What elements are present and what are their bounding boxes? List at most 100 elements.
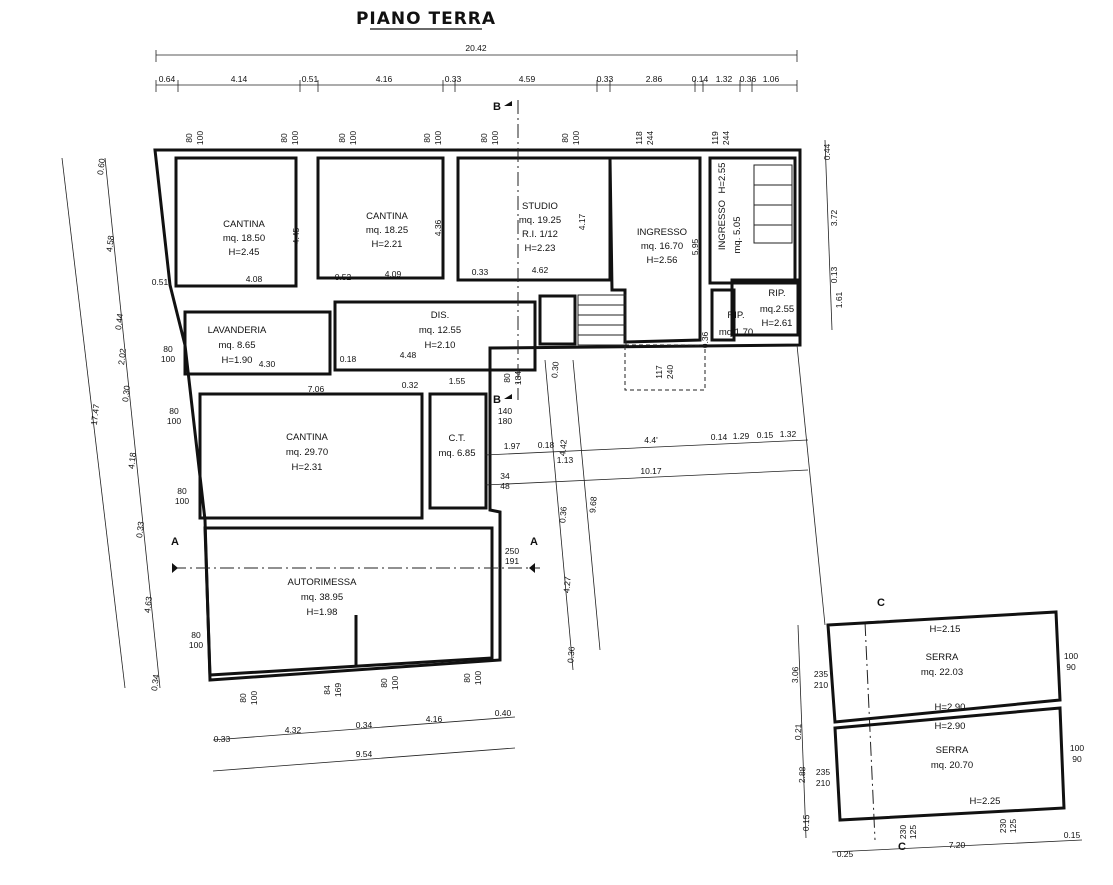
room-studio: STUDIO mq. 19.25 R.I. 1/12 H=2.23 [519, 201, 561, 254]
room-name: RIP. [727, 310, 744, 321]
dim-int-11: 0.18 [340, 354, 357, 364]
dim-open-25: 100 [249, 691, 259, 705]
dim-serra-4: 235 [814, 669, 828, 679]
dim-int-24: 10.17 [640, 466, 662, 476]
dim-int-15: 1.55 [449, 376, 466, 386]
dim-open-13: 244 [645, 131, 655, 145]
dim-open-12: 118 [634, 131, 644, 145]
dim-left-5: 4.18 [126, 452, 138, 470]
room-area: mq. 22.03 [921, 667, 963, 678]
dim-open-3: 100 [290, 131, 300, 145]
dim-bottom-3: 4.16 [426, 714, 443, 724]
dim-int-14: 0.32 [402, 380, 419, 390]
dim-top-7: 2.86 [646, 74, 663, 84]
room-serra-2: H=2.90 SERRA mq. 20.70 H=2.25 [931, 721, 1001, 807]
dim-left-2: 0.44 [113, 313, 125, 331]
dim-int-22: 0.15 [757, 430, 774, 440]
dim-int-19: 4.4' [644, 435, 658, 445]
dim-top-6: 0.33 [597, 74, 614, 84]
dim-open-5: 100 [348, 131, 358, 145]
dim-bottom-total: 9.54 [356, 749, 373, 759]
dim-int-10: 4.30 [259, 359, 276, 369]
dim-serra-16: 125 [908, 825, 918, 839]
dim-bottom-2: 0.34 [356, 720, 373, 730]
dim-open-14: 119 [710, 131, 720, 145]
dim-int-12: 4.48 [400, 350, 417, 360]
room-lavanderia: LAVANDERIA mq. 8.65 H=1.90 [208, 325, 267, 366]
dim-open-40: 117 [654, 365, 664, 379]
dim-int-0: 4.45 [291, 227, 301, 244]
room-height: H=2.45 [229, 247, 260, 258]
dim-serra-5: 210 [814, 680, 828, 690]
plan-title: PIANO TERRA [356, 9, 496, 29]
dim-bottom-0: 0.33 [214, 734, 231, 744]
room-name: INGRESSO [637, 227, 687, 238]
dim-serra-15: 230 [898, 825, 908, 839]
dim-open-33: 169 [333, 683, 343, 697]
serra-dimensions: 3.06 0.21 2.88 0.15 235 210 235 210 100 … [790, 624, 1084, 859]
room-area: mq.2.55 [760, 304, 794, 315]
room-area: mq. 16.70 [641, 241, 683, 252]
dim-top-10: 0.36 [740, 74, 757, 84]
dim-serra-6: 235 [816, 767, 830, 777]
section-marker-c-bottom: C [898, 841, 906, 853]
room-area: mq. 19.25 [519, 215, 561, 226]
room-height: H=2.61 [762, 318, 793, 329]
room-area: mq. 6.85 [439, 448, 476, 459]
room-name: RIP. [768, 288, 785, 299]
room-height: H=2.55 [717, 163, 728, 194]
dim-int-18: 1.13 [557, 455, 574, 465]
dim-int-7: 0.33 [472, 267, 489, 277]
room-height: H=1.90 [222, 355, 253, 366]
dim-open-20: 80 [177, 486, 187, 496]
dim-int-26: 9.68 [587, 496, 598, 514]
dim-top-1: 4.14 [231, 74, 248, 84]
room-ratio: R.I. 1/12 [522, 229, 558, 240]
dim-open-41: 240 [665, 365, 675, 379]
dim-int-31: 3.72 [829, 209, 839, 226]
room-autorimessa: AUTORIMESSA mq. 38.95 H=1.98 [288, 577, 358, 618]
dim-top-11: 1.06 [763, 74, 780, 84]
dim-int-34: 0.44 [822, 143, 832, 160]
dim-left-0: 0.60 [95, 158, 107, 176]
dim-open-38: 80 [502, 373, 512, 383]
left-dimensions: 17.47 0.60 4.58 0.44 2.02 0.30 4.18 0.33… [61, 158, 161, 691]
dim-int-4: 4.08 [246, 274, 263, 284]
dim-open-1: 100 [195, 131, 205, 145]
dim-int-3: 5.95 [690, 238, 700, 255]
room-name: CANTINA [286, 432, 328, 443]
dim-int-1: 4.36 [433, 219, 443, 236]
dim-int-9: 0.51 [152, 277, 169, 287]
building-walls [153, 148, 802, 682]
dim-int-25: 4.42 [557, 439, 568, 457]
dim-serra-2: 2.88 [797, 766, 808, 783]
room-height: H=1.98 [307, 607, 338, 618]
arrow-a-right-icon [529, 563, 535, 573]
dim-int-32: 0.13 [829, 266, 839, 283]
dim-open-17: 100 [161, 354, 175, 364]
dim-open-19: 100 [167, 416, 181, 426]
dim-open-15: 244 [721, 131, 731, 145]
dim-left-7: 4.63 [142, 596, 154, 614]
room-cantina-1: CANTINA mq. 18.50 H=2.45 [223, 219, 266, 258]
dim-int-21: 1.29 [733, 431, 750, 441]
dim-open-28: 34 [500, 471, 510, 481]
room-name: LAVANDERIA [208, 325, 267, 336]
dim-serra-14: 0.15 [1064, 830, 1081, 840]
dim-int-35: 0.36 [700, 331, 710, 348]
dim-int-27: 4.27 [561, 576, 572, 594]
interior-dimensions: 4.45 4.36 4.17 5.95 4.08 0.52 4.09 0.33 … [152, 139, 844, 671]
dim-open-4: 80 [337, 133, 347, 143]
room-cantina-2: CANTINA mq. 18.25 H=2.21 [366, 211, 409, 250]
dim-serra-3: 0.15 [801, 814, 812, 831]
dim-int-5: 0.52 [335, 272, 352, 282]
room-name: DIS. [431, 310, 449, 321]
dim-top-3: 4.16 [376, 74, 393, 84]
room-area: mq. 38.95 [301, 592, 343, 603]
room-name: INGRESSO [717, 200, 728, 250]
dim-int-33: 1.61 [834, 291, 844, 308]
dim-int-29: 0.30 [549, 361, 560, 379]
room-name: CANTINA [366, 211, 408, 222]
room-height: H=2.23 [525, 243, 556, 254]
